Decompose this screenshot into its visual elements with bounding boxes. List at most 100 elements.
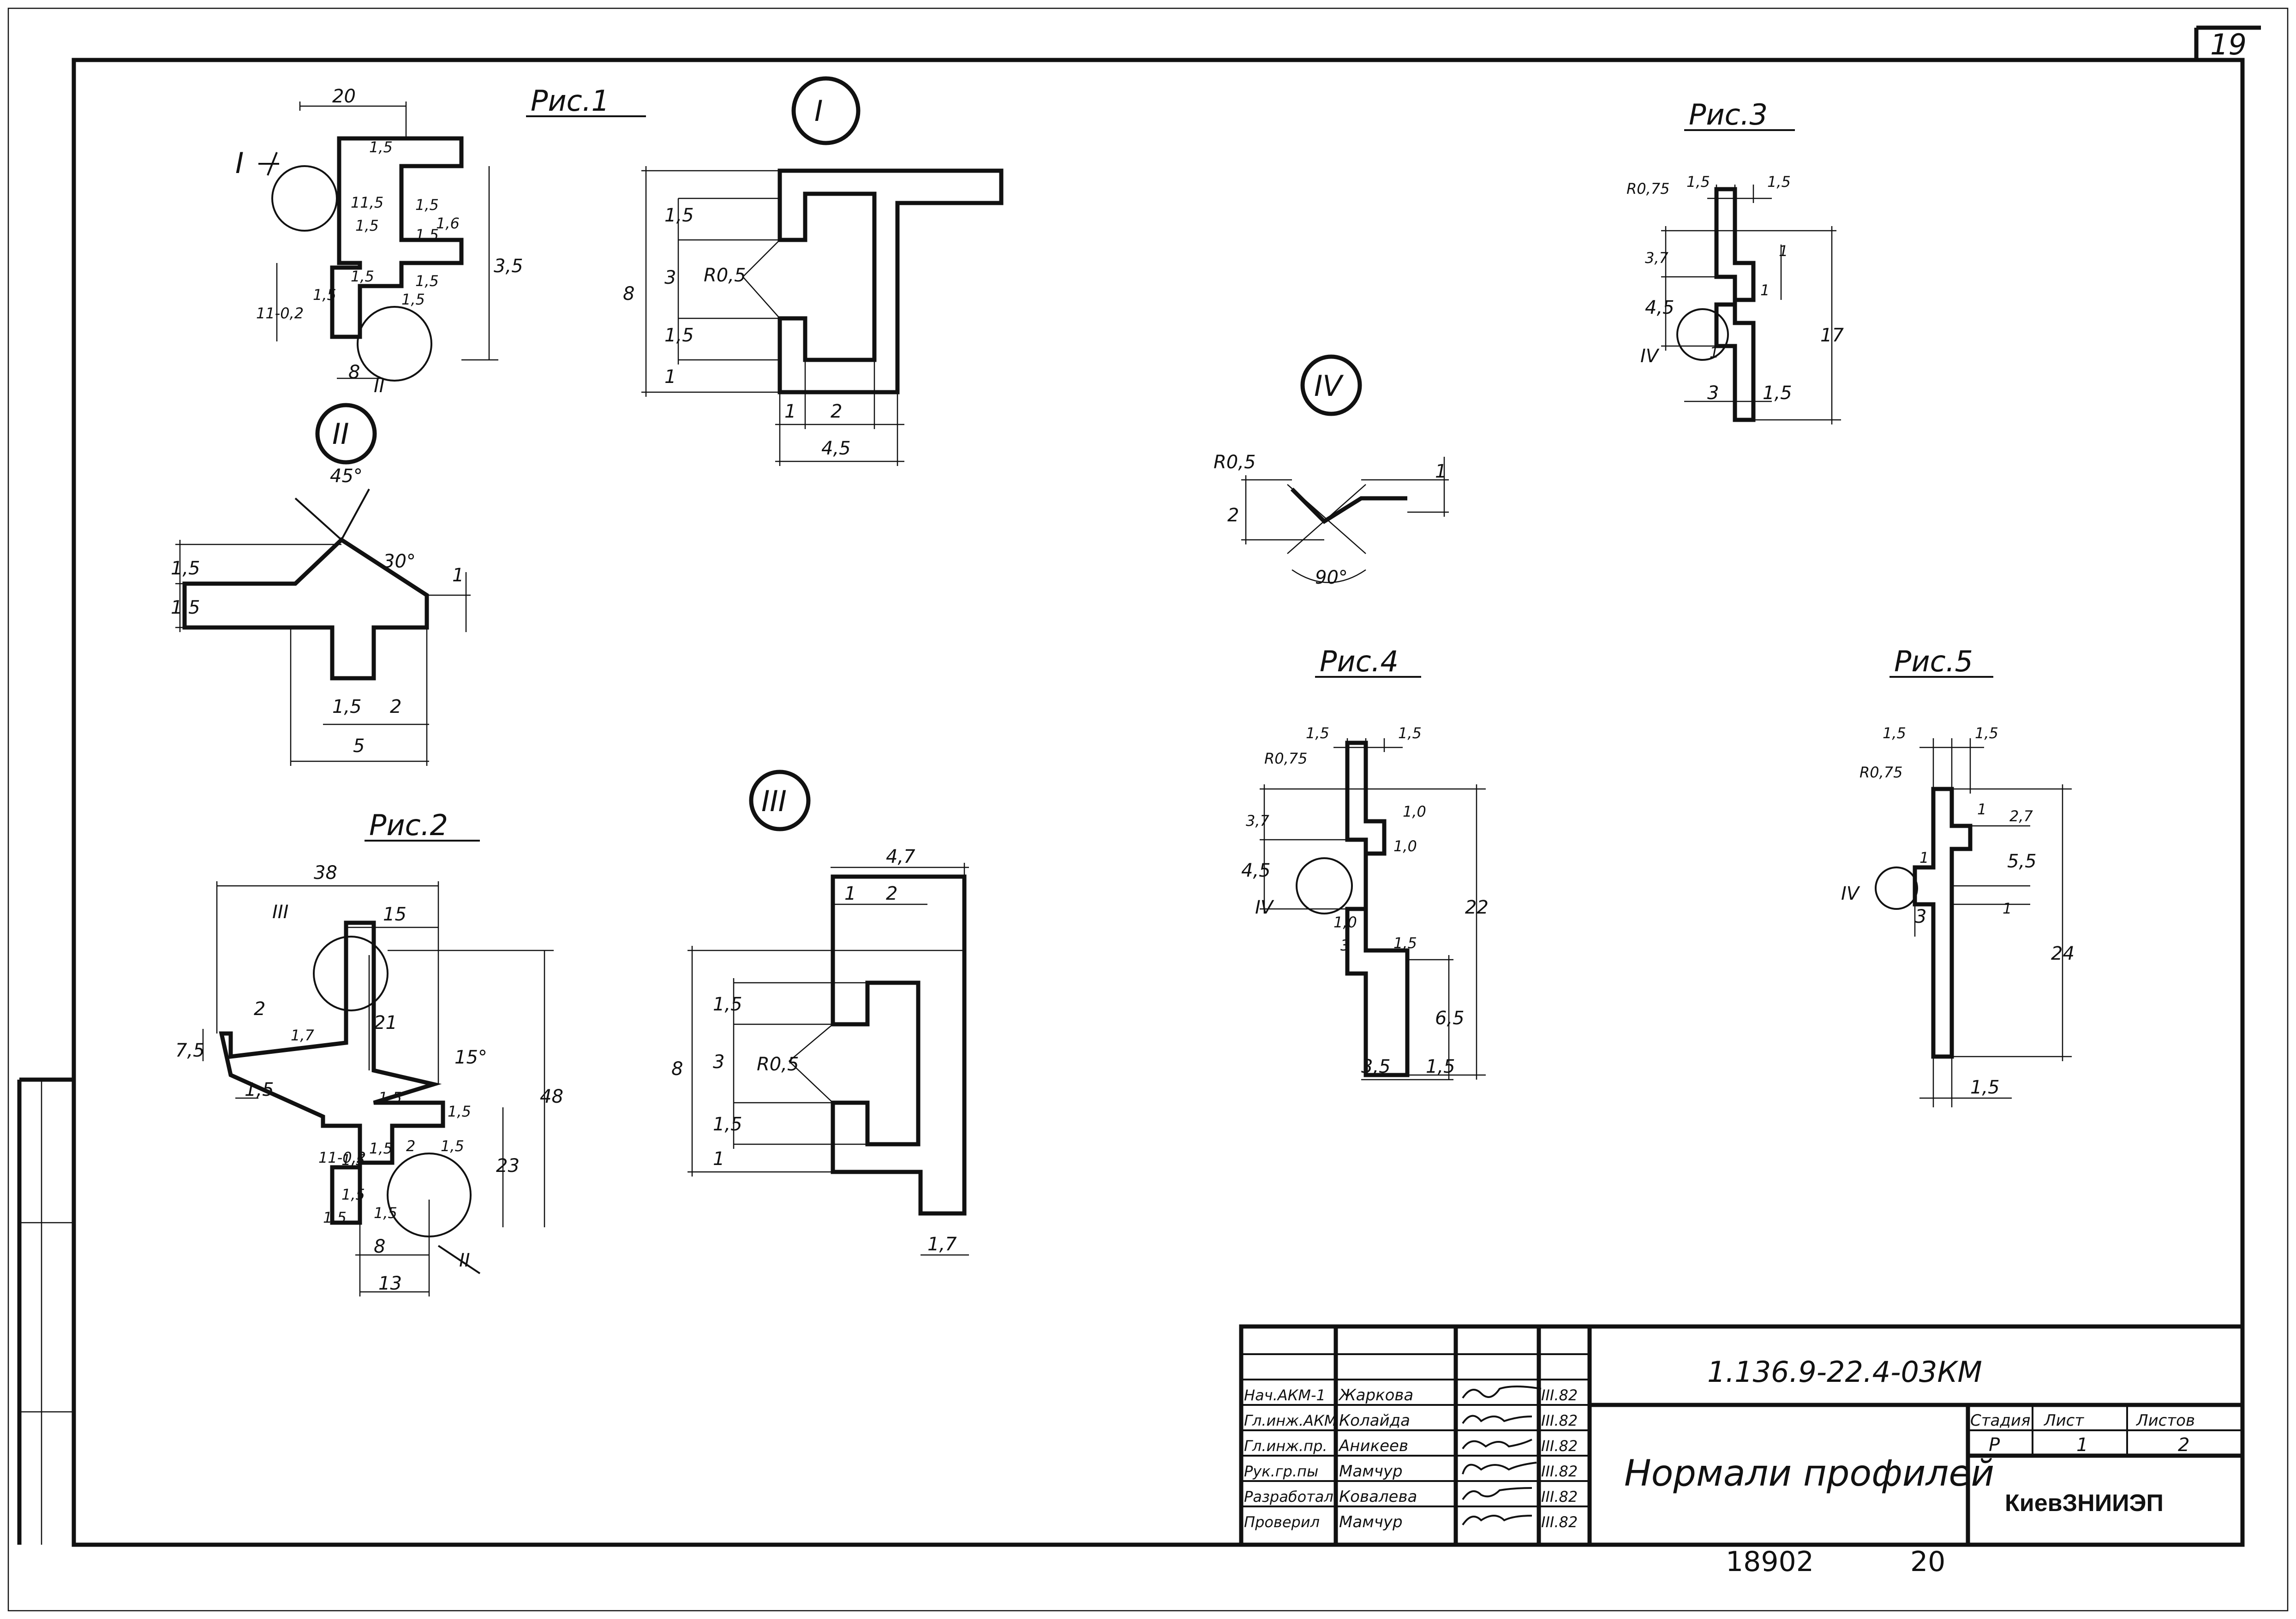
sign-name-5: Ковалева bbox=[1339, 1488, 1417, 1506]
archive-page: 20 bbox=[1910, 1546, 1945, 1578]
fig2-dim-1-5b: 1,5 bbox=[378, 1089, 402, 1106]
fig2-dim-7-5: 7,5 bbox=[175, 1040, 205, 1061]
sign-date-2: III.82 bbox=[1541, 1412, 1578, 1429]
fig3-radius: R0,75 bbox=[1626, 180, 1669, 197]
fig4-dim-1-0a: 1,0 bbox=[1403, 803, 1426, 820]
fig3-dim-1a: 1 bbox=[1779, 242, 1788, 260]
detail-II-profile bbox=[175, 489, 471, 766]
organization: КиевЗНИИЭП bbox=[2005, 1490, 2164, 1517]
fig2-detail-II-label: II bbox=[459, 1250, 470, 1271]
fig2-dim-1-5e: 1,5 bbox=[369, 1140, 393, 1157]
detail-I-marker bbox=[791, 76, 861, 145]
fig4-dim-22: 22 bbox=[1465, 897, 1489, 918]
sign-role-6: Проверил bbox=[1244, 1513, 1320, 1531]
sign-role-3: Гл.инж.пр. bbox=[1244, 1437, 1327, 1455]
detail-III-dim-4-7: 4,7 bbox=[886, 846, 915, 867]
fig3-dim-1-5b: 1,5 bbox=[1767, 173, 1791, 191]
sheets-header: Листов bbox=[2135, 1411, 2195, 1430]
detail-III-marker bbox=[749, 770, 811, 831]
fig1-dim-1-5d: 1,5 bbox=[351, 268, 374, 285]
fig2-dim-8: 8 bbox=[374, 1236, 385, 1257]
fig1-detail-I-label: I bbox=[235, 146, 244, 180]
sign-name-4: Мамчур bbox=[1339, 1462, 1403, 1481]
fig2-caption: Рис.2 bbox=[369, 808, 448, 842]
detail-I-dim-3: 3 bbox=[664, 267, 676, 288]
detail-I-dim-2: 2 bbox=[831, 401, 842, 422]
fig2-dim-23: 23 bbox=[496, 1155, 520, 1177]
sheet-value: 1 bbox=[2076, 1434, 2088, 1456]
fig1-dim-8: 8 bbox=[348, 362, 360, 383]
sign-role-5: Разработал bbox=[1244, 1488, 1333, 1505]
fig2-dim-1-5a: 1,5 bbox=[245, 1079, 274, 1100]
fig2-dim-1-7: 1,7 bbox=[291, 1027, 315, 1044]
fig1-dim-1-5h: 1,5 bbox=[401, 291, 425, 308]
fig5-dim-5-5: 5,5 bbox=[2007, 851, 2037, 872]
fig2-dim-11: 11-0,2 bbox=[318, 1149, 366, 1166]
fig4-dim-1-5d: 1,5 bbox=[1426, 1056, 1455, 1077]
detail-II-angle-30: 30° bbox=[383, 551, 416, 572]
inner-frame bbox=[72, 58, 2245, 1547]
fig1-dim-1-5b: 1,5 bbox=[415, 196, 439, 214]
stage-value: Р bbox=[1989, 1434, 2000, 1456]
fig5-dim-1-5b: 1,5 bbox=[1975, 724, 1998, 742]
fig3-caption: Рис.3 bbox=[1689, 98, 1768, 131]
fig1-dim-1-5e: 1,5 bbox=[415, 272, 439, 290]
fig4-radius: R0,75 bbox=[1264, 750, 1307, 767]
fig2-dim-2: 2 bbox=[254, 998, 265, 1020]
detail-I-dim-1: 1 bbox=[664, 366, 676, 388]
fig3-dim-17: 17 bbox=[1820, 325, 1844, 346]
fig1-dim-1-6: 1,6 bbox=[436, 215, 460, 232]
fig1-dim-1-5f: 1,5 bbox=[369, 138, 393, 156]
fig2-dim-1-5g: 1,5 bbox=[441, 1137, 464, 1155]
detail-III-dim-3: 3 bbox=[713, 1051, 724, 1073]
fig3-dim-4-5: 4,5 bbox=[1645, 297, 1674, 318]
fig3-profile bbox=[1661, 185, 1841, 424]
fig4-profile bbox=[1260, 738, 1486, 1081]
detail-I-dim-8: 8 bbox=[623, 283, 634, 305]
signature-mark-3 bbox=[1462, 1439, 1532, 1450]
fig2-dim-1-5f: 1,5 bbox=[341, 1186, 365, 1203]
fig4-detail-IV-label: IV bbox=[1255, 897, 1274, 918]
detail-IV-profile bbox=[1241, 457, 1449, 583]
fig2-dim-38: 38 bbox=[314, 862, 337, 884]
fig1-dim-20: 20 bbox=[332, 86, 356, 107]
sign-date-5: III.82 bbox=[1541, 1488, 1578, 1505]
fig2-dim-1-5h: 1,5 bbox=[323, 1209, 347, 1226]
detail-I-dim-4-5: 4,5 bbox=[821, 438, 851, 459]
fig4-dim-3-7: 3,7 bbox=[1246, 812, 1270, 830]
detail-I-dim-1b: 1 bbox=[784, 401, 796, 422]
signature-mark-5 bbox=[1462, 1487, 1532, 1500]
fig2-dim-13: 13 bbox=[378, 1273, 402, 1294]
detail-I-dim-1-5a: 1,5 bbox=[664, 205, 694, 226]
detail-II-marker bbox=[315, 403, 377, 465]
fig4-dim-6-5: 6,5 bbox=[1435, 1008, 1465, 1029]
sign-name-1: Жаркова bbox=[1338, 1386, 1413, 1404]
fig2-angle-15: 15° bbox=[454, 1047, 487, 1068]
fig2-dim-48: 48 bbox=[540, 1086, 563, 1107]
detail-III-dim-1-5a: 1,5 bbox=[713, 994, 742, 1015]
fig1-detail-II-label: II bbox=[374, 376, 385, 397]
detail-I-dim-1-5b: 1,5 bbox=[664, 325, 694, 346]
detail-IV-radius: R0,5 bbox=[1214, 452, 1256, 473]
detail-I-title: I bbox=[814, 94, 823, 128]
sign-name-3: Аникеев bbox=[1338, 1437, 1408, 1455]
detail-III-dim-1: 1 bbox=[844, 883, 856, 904]
fig1-caption: Рис.1 bbox=[531, 84, 610, 118]
detail-II-dim-1: 1 bbox=[452, 565, 464, 586]
fig3-detail-IV-label: IV bbox=[1640, 346, 1660, 367]
detail-I-profile bbox=[641, 166, 1004, 466]
fig3-dim-3: 3 bbox=[1707, 382, 1719, 404]
fig5-dim-1-5a: 1,5 bbox=[1883, 724, 1906, 742]
sign-role-1: Нач.АКМ-1 bbox=[1244, 1386, 1326, 1404]
signature-mark-1 bbox=[1462, 1386, 1542, 1399]
detail-IV-title: IV bbox=[1314, 369, 1344, 403]
sign-date-1: III.82 bbox=[1541, 1386, 1578, 1404]
detail-III-dim-8: 8 bbox=[671, 1058, 683, 1080]
detail-I-radius: R0,5 bbox=[704, 265, 746, 286]
fig1-dim-1-5c: 1,5 bbox=[415, 226, 439, 244]
fig4-dim-1-0c: 1,0 bbox=[1333, 914, 1357, 931]
fig4-dim-1-5b: 1,5 bbox=[1398, 724, 1422, 742]
signature-mark-6 bbox=[1462, 1515, 1532, 1526]
detail-IV-dim-2: 2 bbox=[1227, 505, 1239, 526]
